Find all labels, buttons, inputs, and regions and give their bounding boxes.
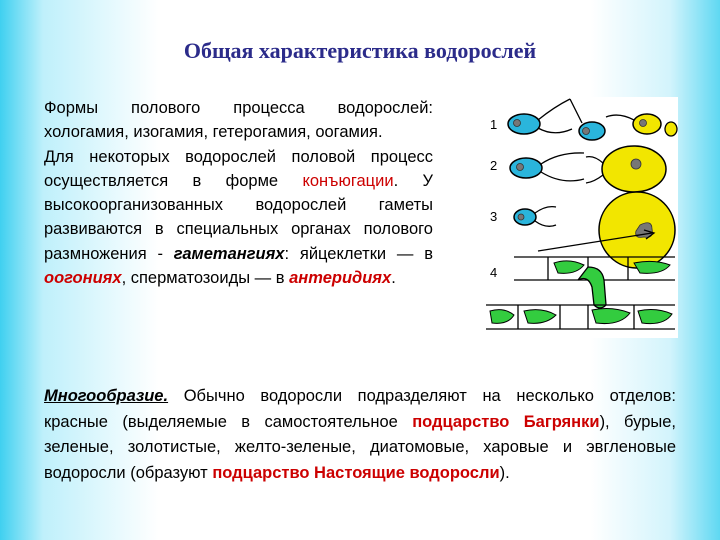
figure-label-1: 1	[490, 117, 497, 132]
term-gametangia: гаметангиях	[173, 244, 285, 263]
nucleus	[516, 163, 524, 171]
nucleus	[517, 213, 525, 221]
sexual-process-text: Формы полового процесса водорослей: холо…	[44, 99, 433, 288]
forms-paragraph: Формы полового процесса водорослей: холо…	[44, 99, 433, 142]
term-antheridia: антеридиях	[289, 269, 392, 288]
chloroplast	[523, 309, 557, 324]
chloroplast	[633, 260, 671, 274]
isogamete-yellow-left	[632, 113, 662, 135]
male-gamete	[509, 157, 543, 179]
term-oogonia: оогониях	[44, 269, 122, 288]
sperm-cell	[513, 208, 537, 226]
heterogamy-pair	[509, 145, 667, 193]
chloroplast	[591, 308, 631, 324]
figure-label-2: 2	[490, 158, 497, 173]
chloroplast	[637, 309, 673, 325]
isogamy-pair	[507, 98, 678, 141]
gamete-diagram: 1 2 3 4	[486, 98, 678, 330]
figure-label-3: 3	[490, 209, 497, 224]
chloroplast	[489, 309, 515, 324]
chloroplast	[553, 260, 585, 274]
oogamy-pair	[513, 191, 676, 269]
term-bagryanki: подцарство Багрянки	[412, 412, 600, 431]
page-title: Общая характеристика водорослей	[183, 38, 537, 63]
conjugation-tube	[577, 266, 607, 309]
diversity-heading: Многообразие.	[44, 387, 169, 405]
term-conjugation: конъюгации	[302, 171, 394, 190]
nucleus	[639, 119, 647, 127]
conjugation-filaments	[486, 229, 675, 330]
term-true-algae: подцарство Настоящие водоросли	[212, 463, 500, 482]
figure-label-4: 4	[490, 265, 497, 280]
isogamete-right	[578, 121, 606, 141]
nucleus	[513, 119, 521, 127]
sexual-process-figure: 1 2 3 4	[484, 97, 678, 338]
isogamete-yellow-right	[664, 121, 678, 137]
nucleus	[582, 127, 590, 135]
nucleus	[630, 158, 642, 170]
isogamete-left	[507, 113, 541, 135]
diversity-paragraph: Многообразие. Обычно водоросли подраздел…	[44, 387, 676, 482]
